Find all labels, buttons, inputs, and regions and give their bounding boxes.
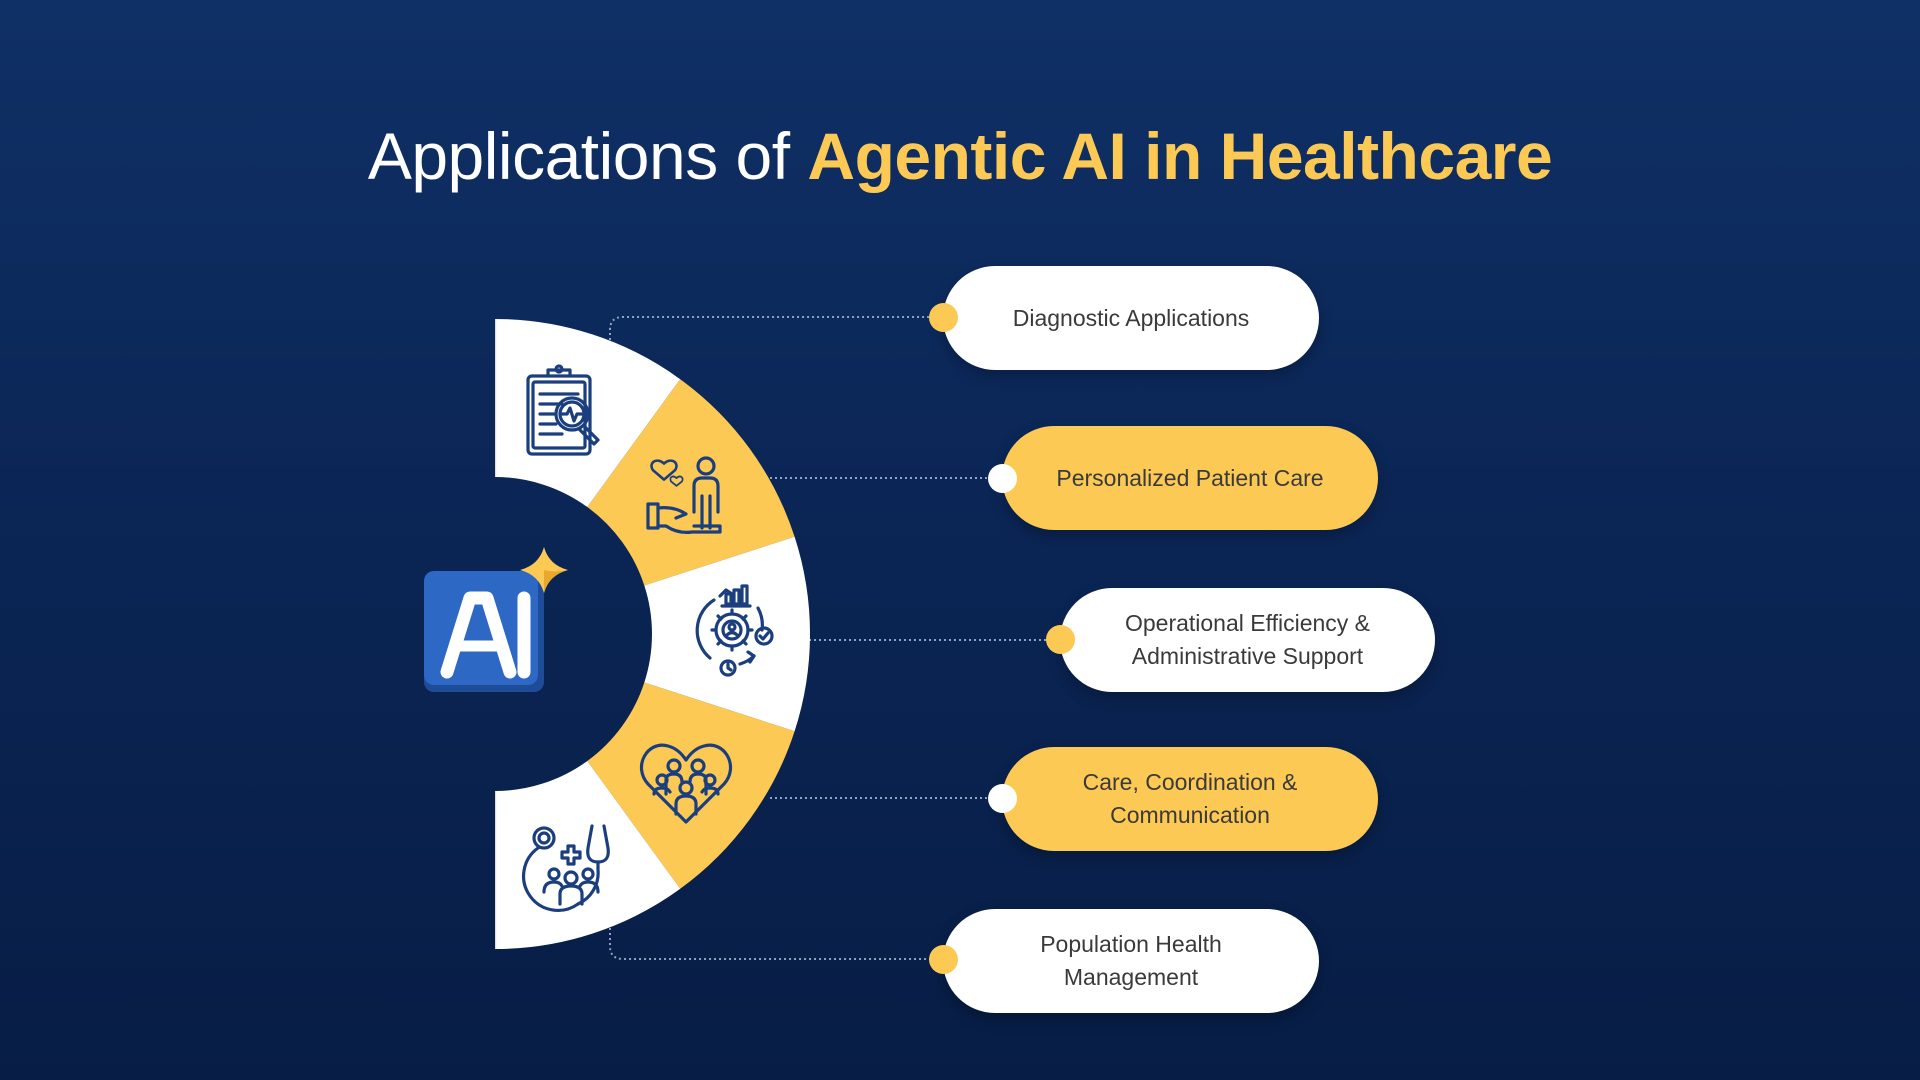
- hand-heart-patient-icon: [646, 456, 722, 534]
- application-label: Personalized Patient Care: [1056, 464, 1324, 491]
- stethoscope-community-icon: [521, 824, 610, 912]
- application-label-line-2: Communication: [1110, 802, 1270, 828]
- connector-dot: [929, 945, 958, 974]
- application-diagnostic: Diagnostic Applications: [943, 266, 1319, 370]
- title-prefix: Applications of: [367, 119, 808, 193]
- application-label-line-2: Management: [1063, 964, 1199, 990]
- application-population-health: Population Health Management: [943, 909, 1319, 1013]
- application-operational-efficiency: Operational Efficiency & Administrative …: [1060, 588, 1435, 692]
- application-label-line-1: Care, Coordination &: [1082, 769, 1298, 795]
- heart-family-group-icon: [640, 743, 732, 824]
- connector-5: [609, 928, 943, 960]
- segment-2: [587, 379, 795, 586]
- application-personalized-care: Personalized Patient Care: [1002, 426, 1378, 530]
- application-label-line-1: Operational Efficiency &: [1124, 610, 1371, 636]
- ai-sparkle-icon: [424, 547, 568, 692]
- connector-dot: [929, 303, 958, 332]
- application-label-line-1: Population Health: [1040, 931, 1222, 957]
- title-highlight: Agentic AI in Healthcare: [807, 119, 1553, 193]
- gear-cycle-analytics-icon: [695, 584, 774, 677]
- application-care-coordination: Care, Coordination & Communication: [1002, 747, 1378, 851]
- connector-1: [609, 316, 943, 345]
- connector-lines: [609, 316, 1060, 960]
- clipboard-magnifier-heartbeat-icon: [526, 364, 600, 456]
- connector-dot: [1046, 625, 1075, 654]
- connector-dot: [988, 784, 1017, 813]
- application-label-line-2: Administrative Support: [1131, 643, 1364, 669]
- connector-dot: [988, 464, 1017, 493]
- application-label: Diagnostic Applications: [1012, 304, 1250, 331]
- page-title: Applications of Agentic AI in Healthcare: [0, 118, 1920, 194]
